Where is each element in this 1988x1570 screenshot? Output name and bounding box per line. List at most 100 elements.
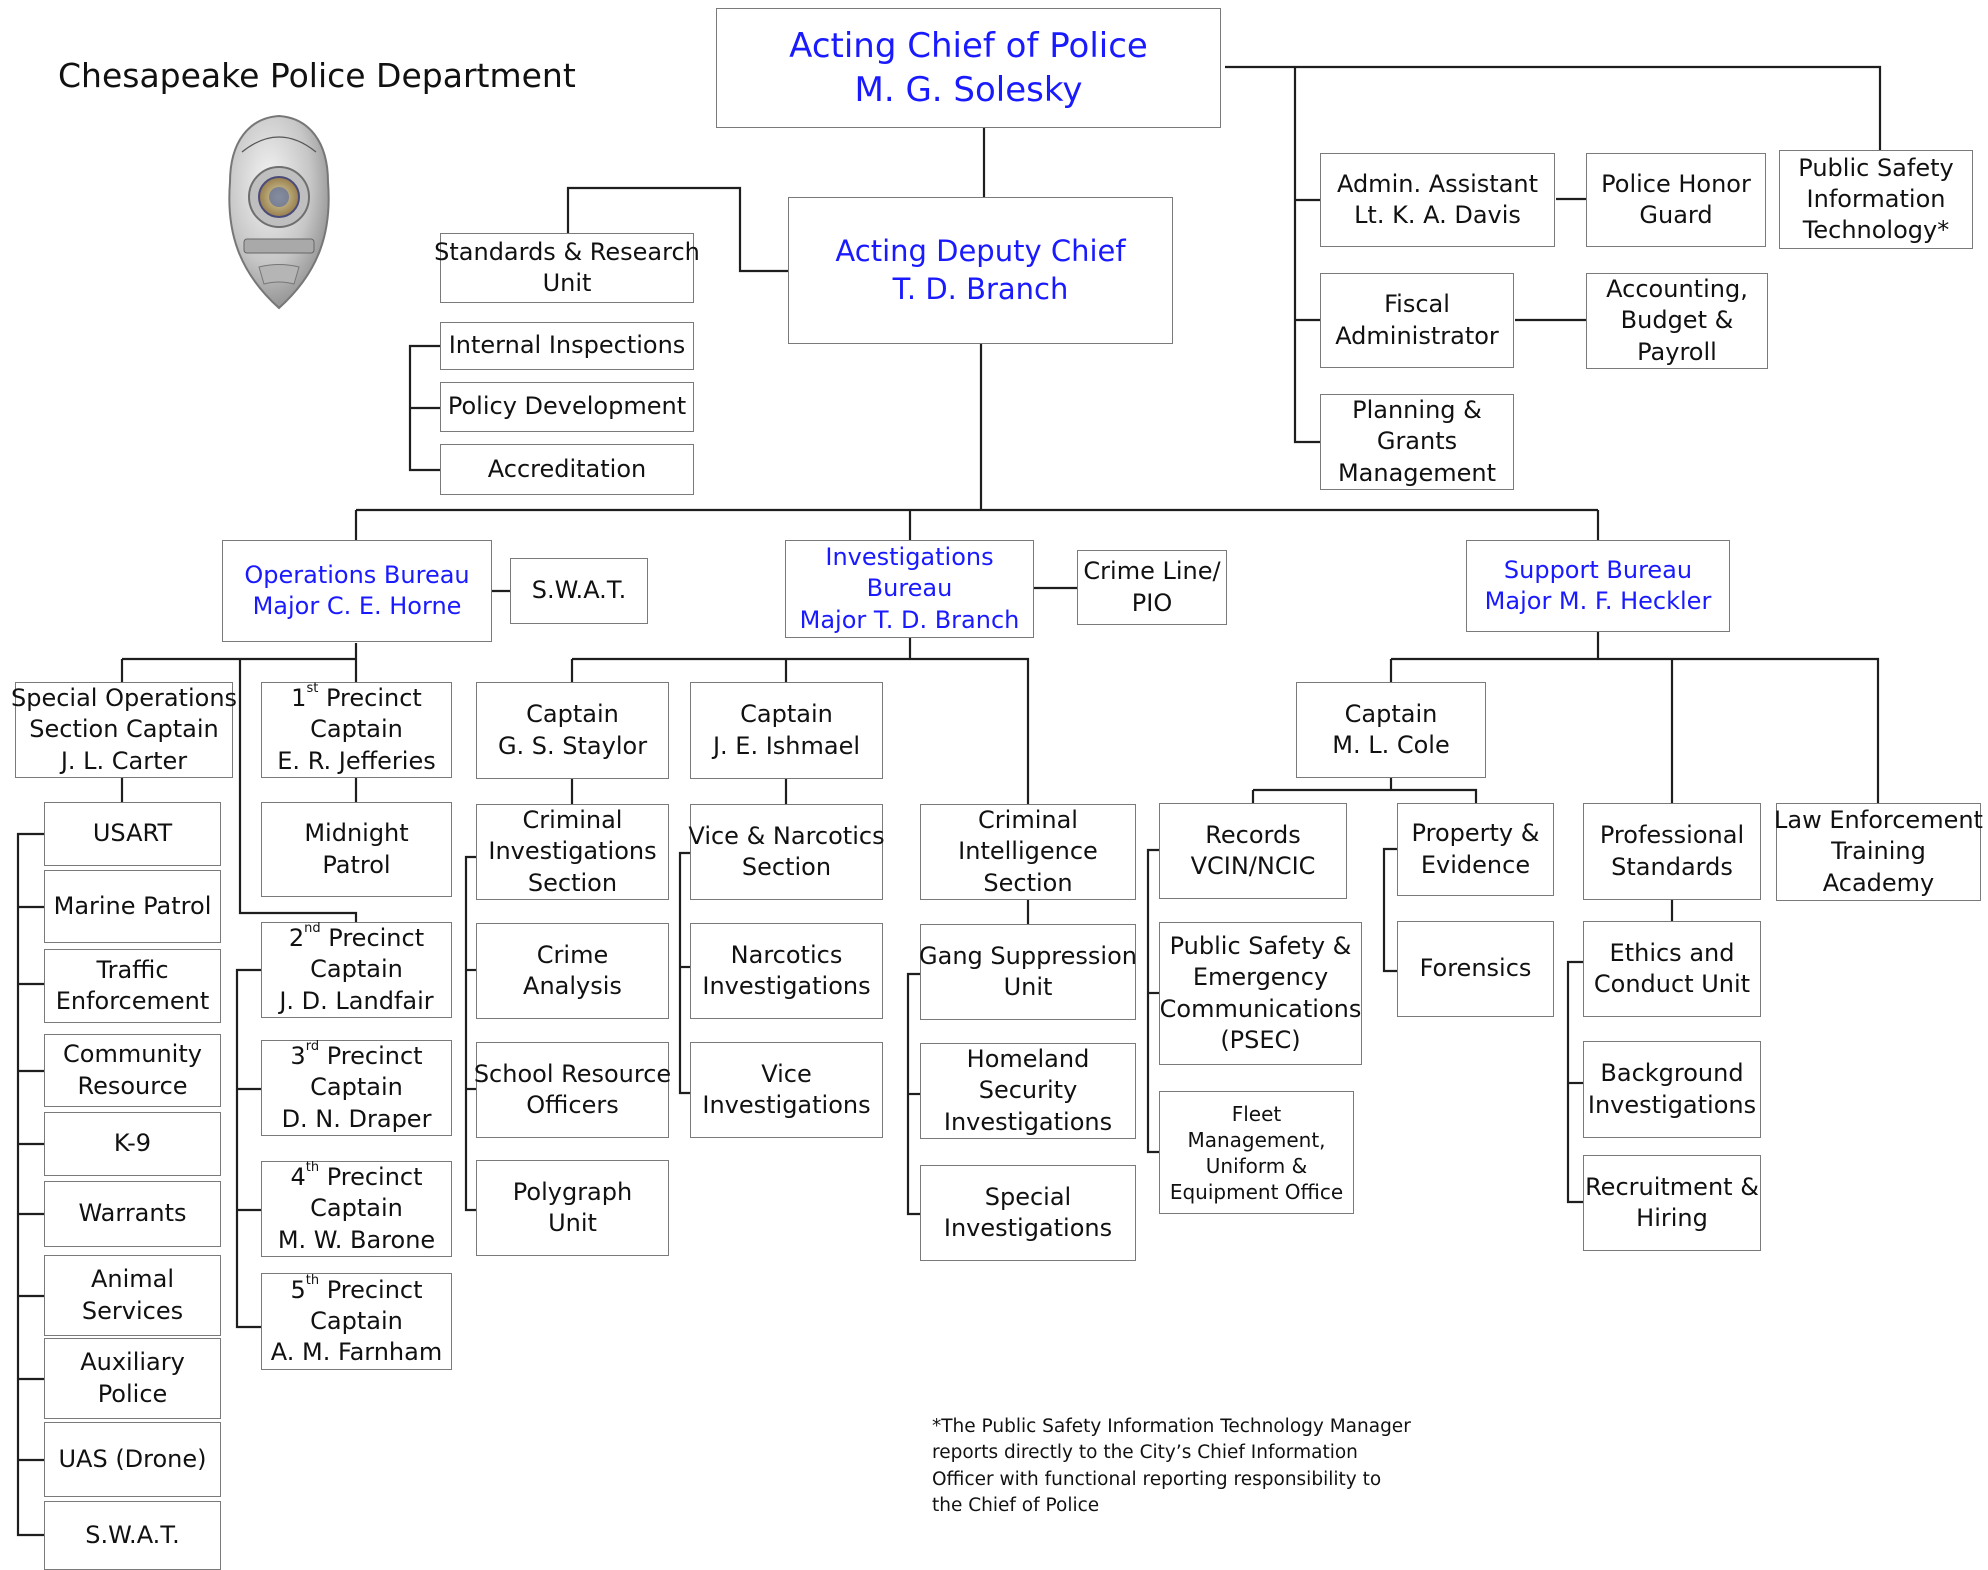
forensics-label: Forensics bbox=[1419, 954, 1532, 983]
precinct-1-number: 1 bbox=[291, 684, 307, 713]
ethics-line2: Conduct Unit bbox=[1593, 970, 1751, 998]
narcotics-line2: Investigations bbox=[702, 972, 871, 1000]
crime-line-line1: Crime Line/ bbox=[1083, 557, 1221, 586]
operations-bureau-major: Major C. E. Horne bbox=[252, 592, 462, 620]
special-inv-line1: Special bbox=[984, 1182, 1072, 1211]
psec-box: Public Safety & Emergency Communications… bbox=[1159, 922, 1362, 1065]
special-ops-line1: Special Operations bbox=[10, 684, 238, 713]
psec-line1: Public Safety & bbox=[1169, 932, 1352, 961]
accounting-box: Accounting, Budget & Payroll bbox=[1586, 273, 1768, 369]
operations-swat-box: S.W.A.T. bbox=[510, 558, 648, 624]
precinct-1-suffix: st bbox=[306, 681, 319, 697]
special-ops-unit-box: K-9 bbox=[44, 1112, 221, 1176]
special-ops-unit-label: Marine Patrol bbox=[53, 891, 212, 920]
fiscal-line2: Administrator bbox=[1335, 321, 1499, 350]
records-box: Records VCIN/NCIC bbox=[1159, 803, 1347, 899]
precinct-4-number: 4 bbox=[290, 1163, 306, 1192]
precinct-4-captain: M. W. Barone bbox=[277, 1225, 436, 1254]
vice-narcotics-box: Vice & Narcotics Section bbox=[688, 804, 885, 900]
precinct-1-title: 1st Precinct bbox=[291, 681, 422, 714]
sro-line1: School Resource bbox=[473, 1059, 672, 1088]
gang-line1: Gang Suppression bbox=[919, 941, 1137, 970]
vice-narcotics-line1: Vice & Narcotics bbox=[688, 821, 885, 850]
special-ops-unit-label: Resource bbox=[77, 1071, 188, 1100]
admin-assistant-name: Lt. K. A. Davis bbox=[1354, 201, 1521, 229]
precinct-5-captain: A. M. Farnham bbox=[270, 1338, 443, 1367]
psit-box: Public Safety Information Technology* bbox=[1779, 150, 1973, 249]
special-ops-unit-label: Community bbox=[63, 1040, 202, 1069]
psit-line1: Public Safety bbox=[1798, 153, 1954, 182]
investigations-bureau-major: Major T. D. Branch bbox=[799, 605, 1020, 634]
cis-line2: Investigations bbox=[488, 837, 657, 866]
chief-title: Acting Chief of Police bbox=[789, 25, 1148, 66]
operations-swat-label: S.W.A.T. bbox=[531, 576, 627, 605]
special-inv-line2: Investigations bbox=[943, 1214, 1113, 1242]
precinct-2-suffix: nd bbox=[304, 921, 321, 937]
ethics-line1: Ethics and bbox=[1609, 938, 1735, 967]
professional-standards-box: Professional Standards bbox=[1583, 803, 1761, 900]
precinct-2-captain: J. D. Landfair bbox=[279, 986, 434, 1015]
homeland-line2: Security bbox=[978, 1076, 1078, 1105]
precinct-1-word: Precinct bbox=[325, 684, 422, 713]
accounting-line1: Accounting, bbox=[1606, 275, 1748, 304]
polygraph-line1: Polygraph bbox=[512, 1177, 633, 1206]
precinct-3-captain: D. N. Draper bbox=[281, 1104, 432, 1133]
intel-line1: Criminal bbox=[978, 806, 1078, 835]
honor-guard-line2: Guard bbox=[1639, 201, 1713, 229]
precinct-4-rank: Captain bbox=[310, 1194, 403, 1223]
training-academy-box: Law Enforcement Training Academy bbox=[1774, 803, 1983, 901]
special-ops-unit-label: Warrants bbox=[78, 1199, 187, 1228]
crime-line-line2: PIO bbox=[1131, 588, 1173, 617]
special-ops-unit-box: USART bbox=[44, 802, 221, 866]
midnight-line1: Midnight bbox=[304, 819, 409, 848]
precinct-4-word: Precinct bbox=[326, 1163, 423, 1192]
investigations-bureau-line1: Investigations bbox=[825, 543, 994, 572]
special-ops-line3: J. L. Carter bbox=[60, 746, 188, 775]
fleet-line1: Fleet bbox=[1231, 1101, 1282, 1126]
special-ops-unit-label: UAS (Drone) bbox=[58, 1444, 207, 1473]
precinct-5-rank: Captain bbox=[310, 1306, 403, 1335]
special-investigations-box: Special Investigations bbox=[920, 1165, 1136, 1261]
precinct-5-word: Precinct bbox=[326, 1275, 423, 1304]
fleet-management-box: Fleet Management, Uniform & Equipment Of… bbox=[1159, 1091, 1354, 1214]
crime-analysis-line1: Crime bbox=[536, 940, 609, 969]
precinct-1-captain: E. R. Jefferies bbox=[277, 746, 436, 775]
records-line2: VCIN/NCIC bbox=[1190, 852, 1316, 880]
planning-grants-box: Planning & Grants Management bbox=[1320, 394, 1514, 490]
precinct-4-suffix: th bbox=[305, 1160, 320, 1176]
narcotics-investigations-box: Narcotics Investigations bbox=[690, 923, 883, 1019]
background-line2: Investigations bbox=[1587, 1090, 1757, 1119]
operations-bureau-title: Operations Bureau bbox=[244, 560, 470, 589]
ishmael-rank: Captain bbox=[740, 700, 833, 729]
cole-rank: Captain bbox=[1344, 699, 1438, 728]
planning-line2: Grants bbox=[1376, 427, 1458, 456]
support-bureau-major: Major M. F. Heckler bbox=[1484, 587, 1712, 615]
precinct-2-word: Precinct bbox=[328, 924, 425, 953]
special-ops-unit-label: S.W.A.T. bbox=[85, 1520, 180, 1549]
precinct-5-box: 5th Precinct Captain A. M. Farnham bbox=[261, 1273, 452, 1370]
academy-line2: Training bbox=[1831, 837, 1926, 866]
school-resource-box: School Resource Officers bbox=[473, 1042, 672, 1138]
precinct-3-word: Precinct bbox=[326, 1042, 423, 1071]
special-ops-unit-box: S.W.A.T. bbox=[44, 1501, 221, 1570]
recruitment-line1: Recruitment & bbox=[1585, 1172, 1759, 1201]
special-operations-box: Special Operations Section Captain J. L.… bbox=[11, 682, 237, 778]
background-investigations-box: Background Investigations bbox=[1583, 1041, 1761, 1138]
precinct-2-number: 2 bbox=[288, 924, 305, 953]
captain-cole-box: Captain M. L. Cole bbox=[1296, 682, 1486, 778]
precinct-5-number: 5 bbox=[290, 1275, 306, 1304]
policy-development-box: Policy Development bbox=[440, 382, 694, 432]
internal-inspections-label: Internal Inspections bbox=[448, 331, 686, 360]
police-badge-logo bbox=[228, 114, 330, 310]
captain-staylor-box: Captain G. S. Staylor bbox=[476, 682, 669, 779]
homeland-line3: Investigations bbox=[943, 1107, 1113, 1136]
precinct-2-title: 2nd Precinct bbox=[288, 921, 425, 954]
property-line1: Property & bbox=[1411, 819, 1540, 848]
special-ops-unit-label: Traffic bbox=[96, 955, 169, 984]
admin-assistant-box: Admin. Assistant Lt. K. A. Davis bbox=[1320, 153, 1555, 247]
support-bureau-title: Support Bureau bbox=[1503, 555, 1693, 584]
accounting-line2: Budget & bbox=[1620, 306, 1734, 335]
